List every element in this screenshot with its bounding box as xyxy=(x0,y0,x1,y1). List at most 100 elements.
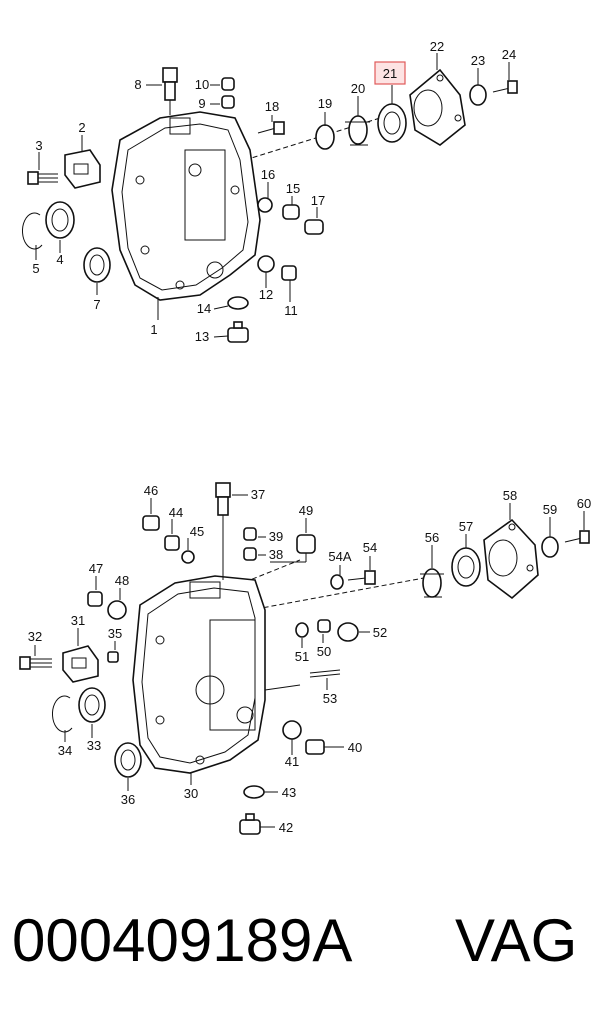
part-number: 000409189A xyxy=(12,907,353,974)
pin-part xyxy=(107,651,119,663)
callout-label: 50 xyxy=(317,644,331,659)
callout-label: 2 xyxy=(78,120,85,135)
brand-name: VAG xyxy=(455,907,578,974)
callout-label: 52 xyxy=(373,625,387,640)
callout-label: 10 xyxy=(195,77,209,92)
callout-label: 18 xyxy=(265,99,279,114)
plug-part xyxy=(282,204,300,220)
callout-label: 33 xyxy=(87,738,101,753)
callout-label: 46 xyxy=(144,483,158,498)
plug-part xyxy=(296,534,316,554)
callout-label: 30 xyxy=(184,786,198,801)
filler-plug-part xyxy=(239,813,261,835)
callout-label: 44 xyxy=(169,505,183,520)
callout-label: 14 xyxy=(197,301,211,316)
sensor-part xyxy=(215,482,231,580)
callout-label: 23 xyxy=(471,53,485,68)
callout-label: 41 xyxy=(285,754,299,769)
gearbox-housing-bottom xyxy=(132,575,301,774)
plug-part xyxy=(142,515,160,531)
callout-label: 12 xyxy=(259,287,273,302)
bolt-part xyxy=(492,80,518,94)
bearing-part xyxy=(83,247,111,283)
washer-part xyxy=(181,550,195,564)
drain-plug-part xyxy=(305,739,325,755)
callout-label: 8 xyxy=(134,77,141,92)
callout-label: 19 xyxy=(318,96,332,111)
pin-part xyxy=(221,77,235,91)
callout-label: 3 xyxy=(35,138,42,153)
seal-part xyxy=(315,124,335,150)
washer-part xyxy=(227,296,249,310)
callout-label: 56 xyxy=(425,530,439,545)
callout-label: 24 xyxy=(502,47,516,62)
highlight-box xyxy=(374,61,406,85)
bearing-part-21 xyxy=(377,103,407,143)
bearing-part xyxy=(114,742,142,778)
drain-plug-part xyxy=(281,265,297,281)
flange-part xyxy=(483,518,539,600)
callout-label: 9 xyxy=(198,96,205,111)
callout-label: 58 xyxy=(503,488,517,503)
bracket-part xyxy=(64,149,101,189)
callout-label: 13 xyxy=(195,329,209,344)
seal-ring-part xyxy=(45,201,75,239)
callout-label: 48 xyxy=(115,573,129,588)
seal-part xyxy=(337,622,359,642)
callout-label: 7 xyxy=(93,297,100,312)
bolt-part xyxy=(564,530,590,544)
bracket-part xyxy=(62,645,99,683)
circlip-part xyxy=(22,212,43,250)
callout-label: 59 xyxy=(543,502,557,517)
pin-part xyxy=(243,547,257,561)
callout-label: 34 xyxy=(58,743,72,758)
callout-label: 43 xyxy=(282,785,296,800)
bolt-part xyxy=(19,656,52,670)
callout-label: 16 xyxy=(261,167,275,182)
callout-label: 4 xyxy=(56,252,63,267)
callout-label: 40 xyxy=(348,740,362,755)
callout-label: 57 xyxy=(459,519,473,534)
lock-plate-part xyxy=(420,568,444,598)
sensor-part xyxy=(162,67,178,115)
pin-part xyxy=(221,95,235,109)
washer-part xyxy=(257,197,273,213)
bolt-part xyxy=(257,121,285,135)
callout-label: 36 xyxy=(121,792,135,807)
filler-plug-part xyxy=(227,321,249,343)
callout-label: 37 xyxy=(251,487,265,502)
top-assembly: 1 2 3 4 5 7 8 9 10 11 12 13 14 15 16 17 … xyxy=(22,39,518,344)
circlip-part xyxy=(52,695,73,733)
washer-part xyxy=(295,622,309,638)
gearbox-housing-top xyxy=(111,111,261,301)
flange-part xyxy=(409,68,466,146)
washer-part xyxy=(243,785,265,799)
callout-label: 32 xyxy=(28,629,42,644)
callout-label: 31 xyxy=(71,613,85,628)
lock-plate-part xyxy=(345,115,370,146)
bearing-part xyxy=(451,547,481,587)
callout-label: 51 xyxy=(295,649,309,664)
pin-part xyxy=(317,619,331,633)
pin-part xyxy=(243,527,257,541)
callout-label: 53 xyxy=(323,691,337,706)
callout-label: 11 xyxy=(284,303,298,318)
callout-label: 17 xyxy=(311,193,325,208)
washer-part xyxy=(469,84,487,106)
plug-part xyxy=(304,219,324,235)
stud-part xyxy=(309,669,341,678)
callout-label: 38 xyxy=(269,547,283,562)
bolt-part xyxy=(347,570,376,585)
callout-label: 39 xyxy=(269,529,283,544)
plug-part xyxy=(164,535,180,551)
washer-part xyxy=(107,600,127,620)
callout-label: 5 xyxy=(32,261,39,276)
callout-label: 1 xyxy=(150,322,157,337)
callout-label: 49 xyxy=(299,503,313,518)
callout-label: 54A xyxy=(328,549,351,564)
callout-label: 47 xyxy=(89,561,103,576)
callout-label: 15 xyxy=(286,181,300,196)
callout-label-highlighted: 21 xyxy=(383,66,397,81)
callout-label: 60 xyxy=(577,496,591,511)
